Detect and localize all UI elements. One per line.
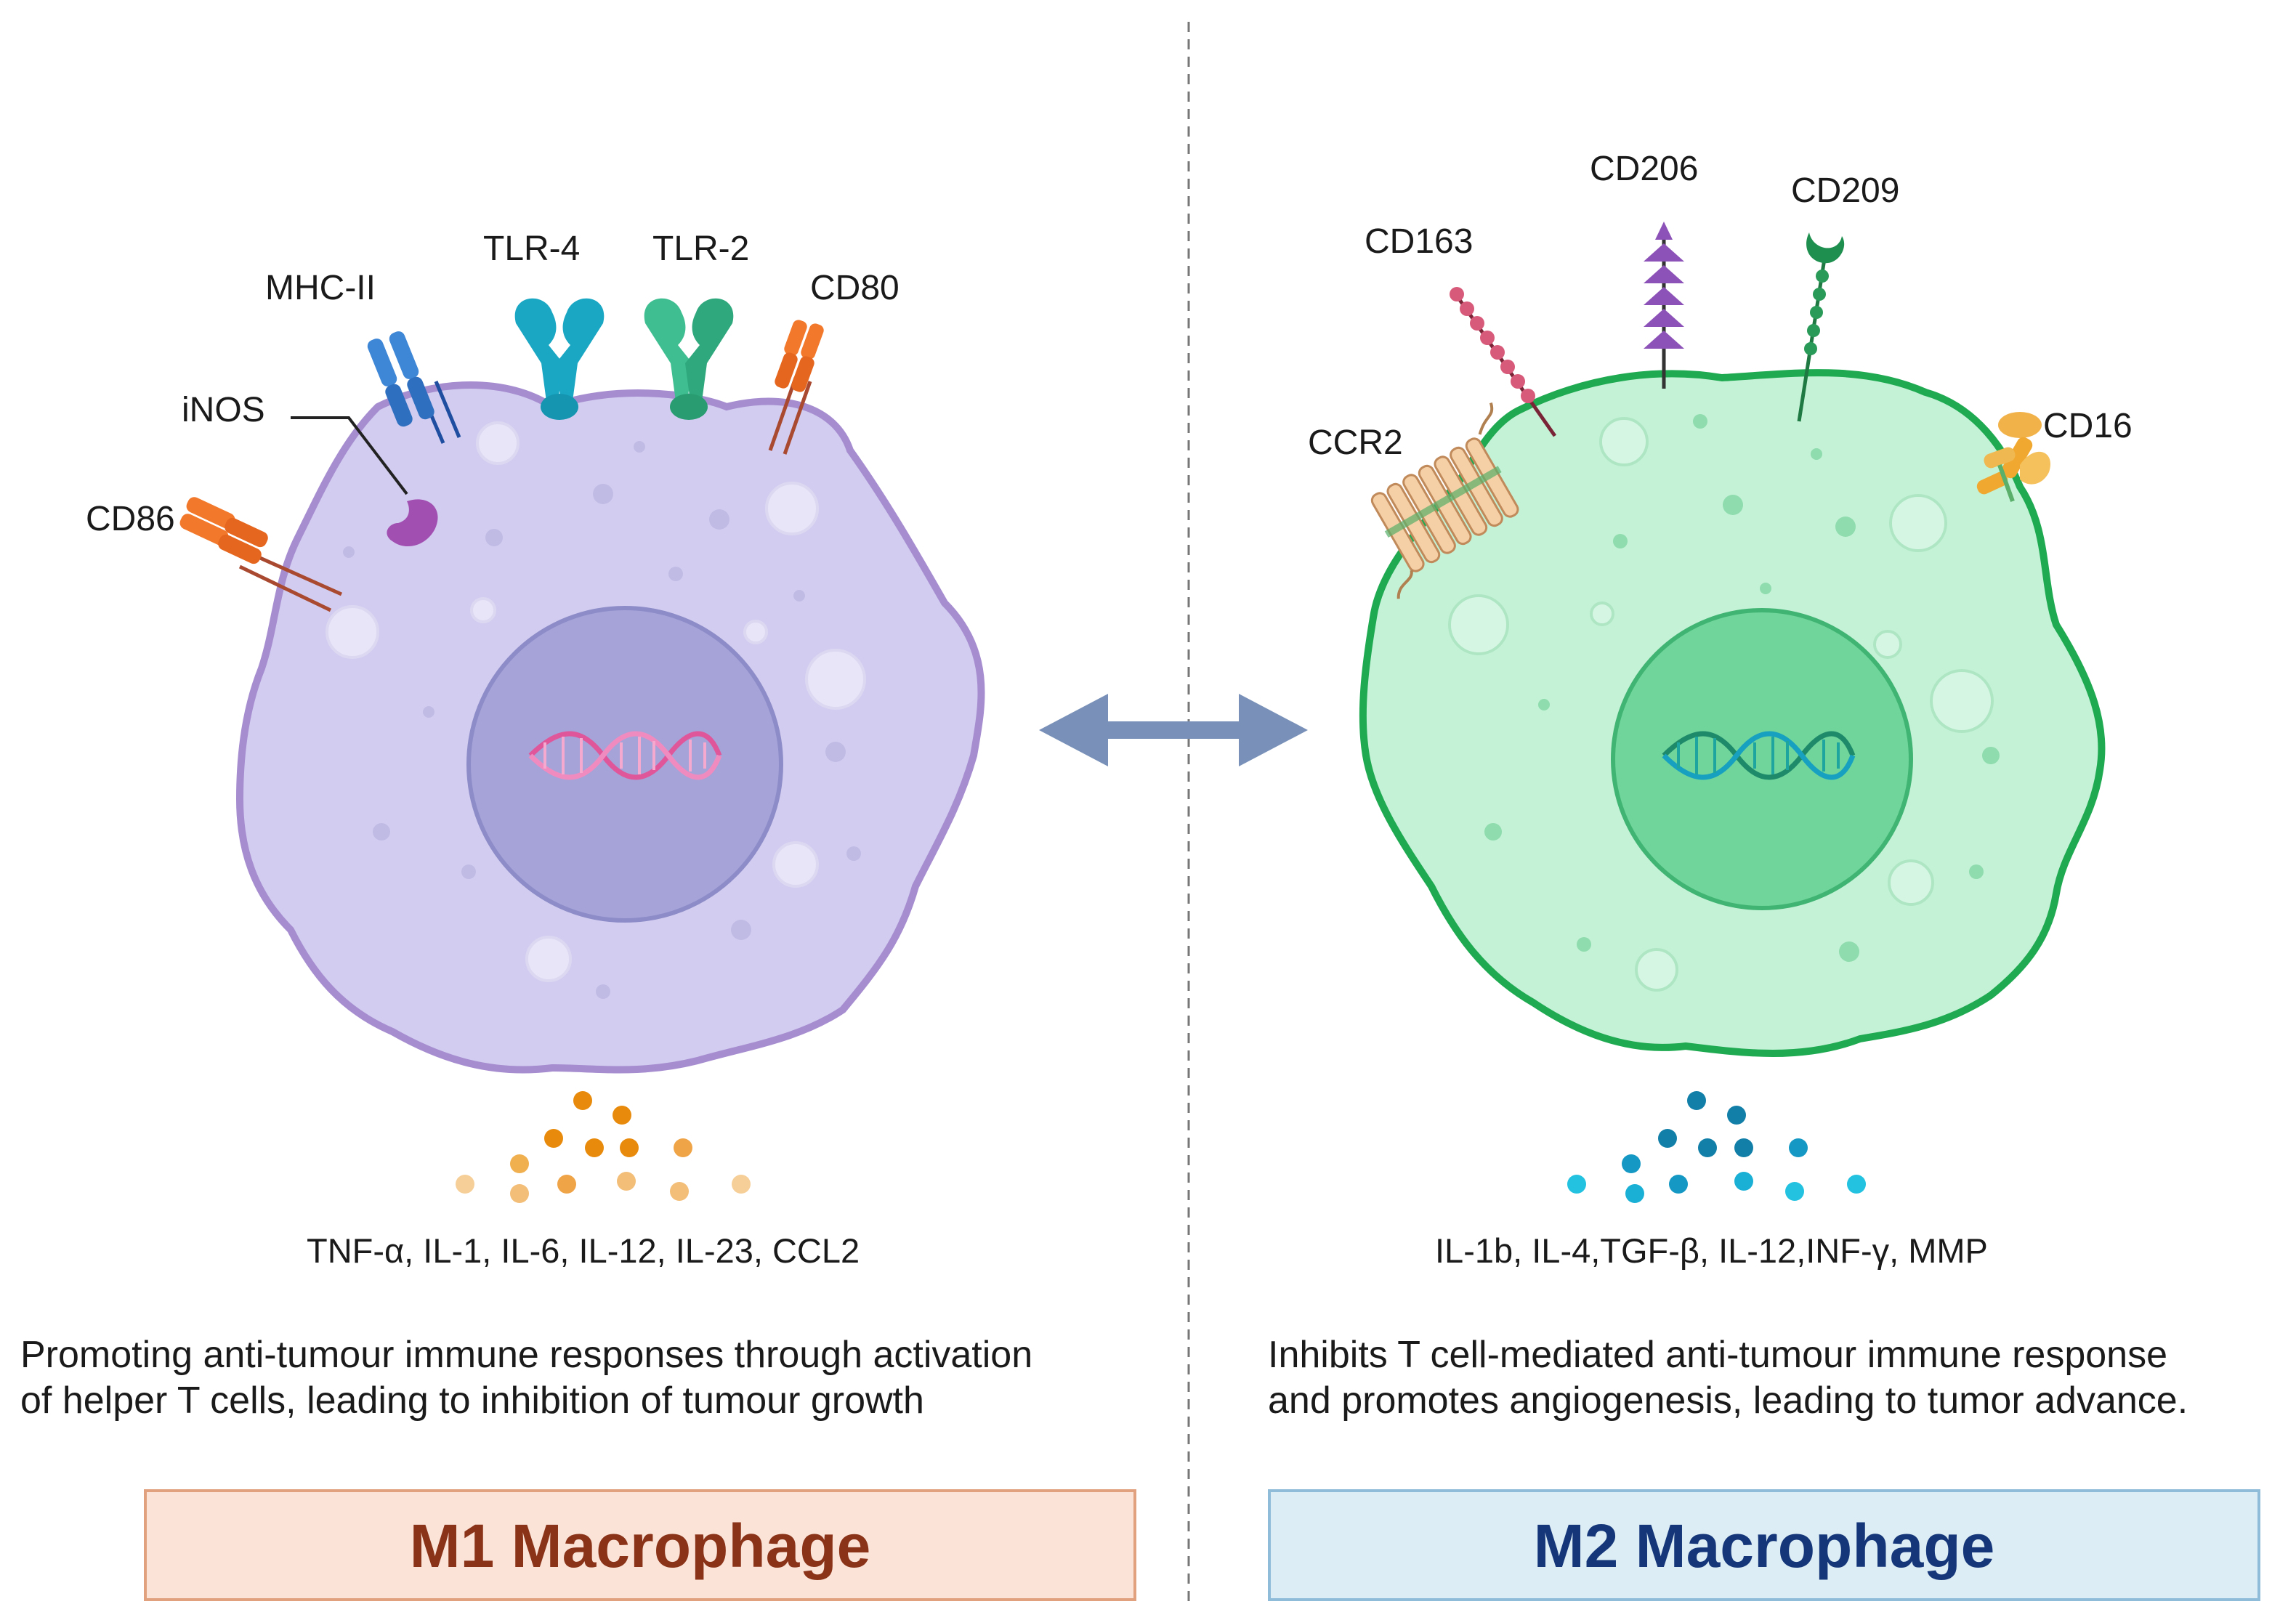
- m1-vesicles: [326, 421, 866, 982]
- m1-label-mhc2: MHC-II: [265, 269, 376, 307]
- tlr4-receptor-icon: [514, 298, 605, 420]
- m2-label-ccr2: CCR2: [1308, 424, 1403, 462]
- m1-title: M1 Macrophage: [410, 1512, 871, 1580]
- m1-description-line1: Promoting anti-tumour immune responses t…: [20, 1334, 1032, 1376]
- double-arrow: [1039, 694, 1308, 766]
- cd80-receptor-icon: [768, 320, 824, 455]
- m2-granules: [1484, 414, 2000, 962]
- m1-label-inos: iNOS: [182, 391, 265, 429]
- m2-cytokine-dots: [1567, 1091, 1866, 1203]
- m2-description-line1: Inhibits T cell-mediated anti-tumour imm…: [1268, 1334, 2167, 1376]
- cd163-receptor-icon: [1450, 287, 1557, 437]
- m1-dna-icon: [528, 731, 722, 780]
- m2-dna-icon: [1662, 731, 1856, 780]
- m1-granules: [343, 441, 861, 999]
- m1-cytokine-dots: [456, 1091, 751, 1203]
- inos-enzyme-icon: [291, 416, 438, 547]
- m1-label-cd86: CD86: [86, 500, 175, 538]
- cd206-receptor-icon: [1644, 222, 1684, 389]
- m2-title: M2 Macrophage: [1534, 1512, 1995, 1580]
- m2-description-line2: and promotes angiogenesis, leading to tu…: [1268, 1380, 2188, 1422]
- m1-label-tlr4: TLR-4: [483, 230, 580, 268]
- cd16-receptor-icon: [1976, 412, 2050, 503]
- tlr2-receptor-icon: [644, 298, 734, 420]
- m1-title-box: [144, 1489, 1136, 1601]
- m2-title-box: [1268, 1489, 2260, 1601]
- m2-label-cd163: CD163: [1365, 222, 1473, 261]
- m1-macrophage-cell: [179, 298, 985, 1074]
- m2-label-cd206: CD206: [1590, 150, 1698, 188]
- m2-macrophage-cell: [1359, 222, 2106, 1057]
- cd86-receptor-icon: [179, 497, 343, 612]
- cd209-receptor-icon: [1797, 232, 1845, 422]
- m2-cytokines: IL-1b, IL-4,TGF-β, IL-12,INF-γ, MMP: [1435, 1231, 1988, 1270]
- m1-nucleus: [466, 606, 783, 923]
- m1-label-tlr2: TLR-2: [652, 230, 749, 268]
- ccr2-receptor-icon: [1370, 402, 1519, 599]
- mhc2-receptor-icon: [367, 331, 461, 444]
- m2-nucleus: [1611, 608, 1913, 910]
- m1-cytokines: TNF-α, IL-1, IL-6, IL-12, IL-23, CCL2: [307, 1231, 860, 1270]
- m1-label-cd80: CD80: [810, 269, 900, 307]
- m2-label-cd16: CD16: [2043, 407, 2133, 445]
- m1-description-line2: of helper T cells, leading to inhibition…: [20, 1380, 924, 1422]
- m2-vesicles: [1448, 417, 1994, 992]
- m2-label-cd209: CD209: [1791, 171, 1899, 210]
